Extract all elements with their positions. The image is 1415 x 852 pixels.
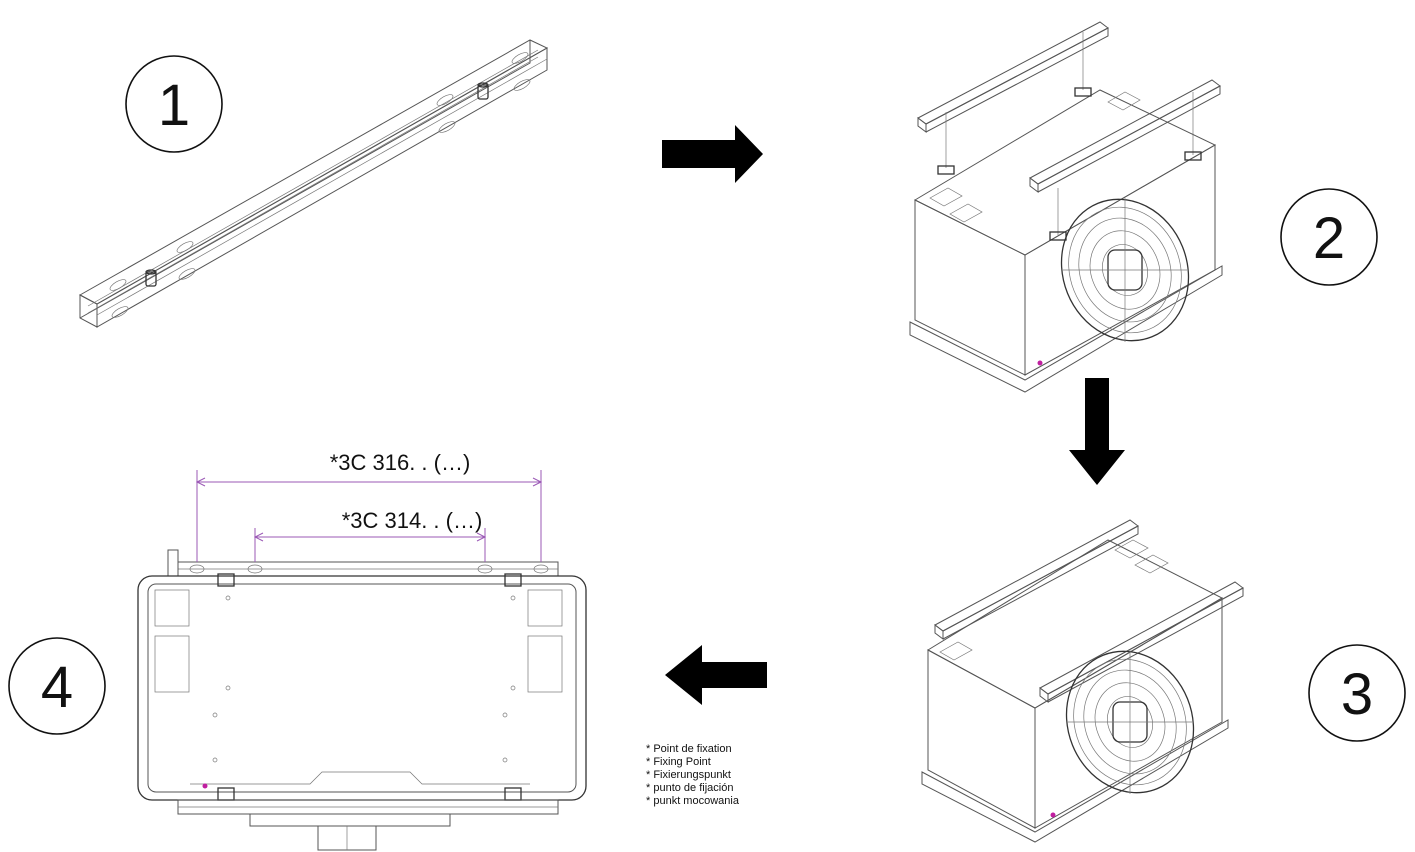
mounting-rail-drawing bbox=[78, 39, 549, 328]
arrow-down-icon bbox=[1069, 378, 1125, 485]
unit-with-rails-exploded-drawing bbox=[909, 21, 1223, 393]
step-number: 3 bbox=[1341, 662, 1373, 727]
unit-top-view-drawing bbox=[137, 470, 587, 851]
step-number: 1 bbox=[158, 73, 190, 138]
legend-line: * Fixierungspunkt bbox=[646, 769, 731, 781]
step-marker-4: 4 bbox=[8, 637, 106, 735]
outer-dimension-label: *3C 316. . (…) bbox=[330, 450, 471, 475]
legend-line: * punkt mocowania bbox=[646, 795, 740, 807]
step-marker-1: 1 bbox=[125, 55, 223, 153]
step-number: 2 bbox=[1313, 206, 1345, 271]
legend-line: * Fixing Point bbox=[646, 756, 711, 768]
fixing-point-legend: * Point de fixation * Fixing Point * Fix… bbox=[646, 743, 740, 807]
step-marker-3: 3 bbox=[1308, 644, 1406, 742]
legend-line: * Point de fixation bbox=[646, 743, 732, 755]
unit-with-rails-mounted-drawing bbox=[921, 519, 1244, 843]
step-marker-2: 2 bbox=[1280, 188, 1378, 286]
legend-line: * punto de fijación bbox=[646, 782, 733, 794]
inner-dimension-label: *3C 314. . (…) bbox=[342, 508, 483, 533]
arrow-right-icon bbox=[662, 125, 763, 183]
step-number: 4 bbox=[41, 655, 73, 720]
arrow-left-icon bbox=[665, 645, 767, 705]
